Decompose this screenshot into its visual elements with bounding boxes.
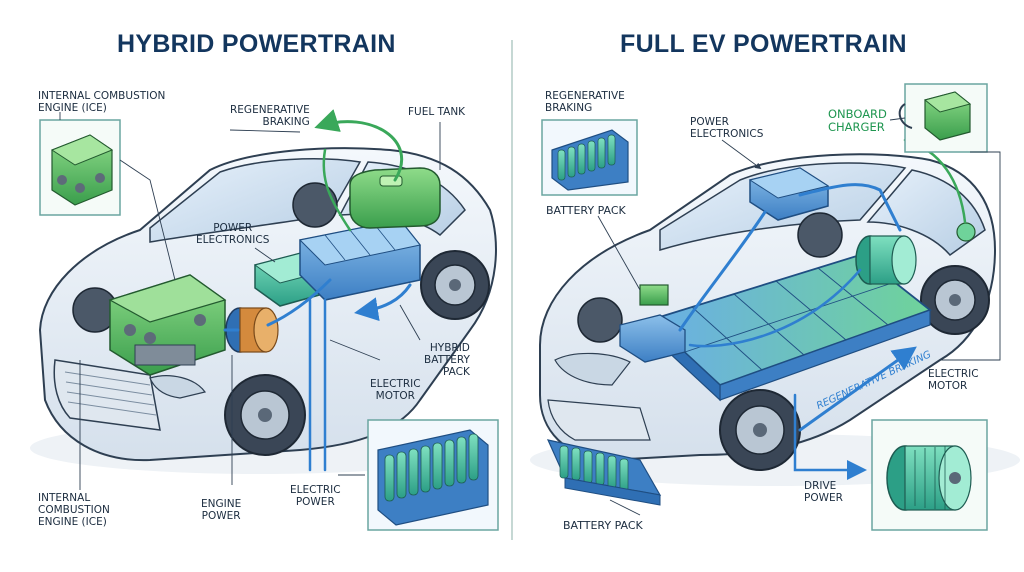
ev-battery-module-inset (546, 439, 662, 506)
label-ev-electric-motor-line1: ELECTRIC (928, 368, 979, 380)
label-ice-top: INTERNAL COMBUSTION ENGINE (ICE) (38, 90, 165, 114)
label-electric-power-line1: ELECTRIC (290, 484, 341, 496)
label-electric-power: ELECTRIC POWER (290, 484, 341, 508)
hybrid-flow-lines (223, 109, 412, 472)
label-engine-power-line1: ENGINE (201, 498, 242, 510)
ev-title: FULL EV POWERTRAIN (620, 30, 907, 58)
motor-icon (225, 307, 279, 353)
label-regen-line2: BRAKING (262, 116, 310, 128)
label-hybrid-battery-line3: PACK (443, 366, 470, 378)
label-ice-bottom-line3: ENGINE (ICE) (38, 516, 107, 528)
label-hybrid-battery-line2: BATTERY (424, 354, 470, 366)
label-hybrid-battery-pack: HYBRID BATTERY PACK (424, 342, 470, 378)
label-power-electronics-line1: POWER (213, 222, 253, 234)
label-drive-power-line2: POWER (804, 492, 843, 504)
label-drive-power: DRIVE POWER (804, 480, 843, 504)
ev-leader-lines (597, 117, 1001, 516)
label-hybrid-battery-line1: HYBRID (429, 342, 470, 354)
label-power-electronics: POWER ELECTRONICS (196, 222, 269, 246)
ev-motor-icon (855, 235, 917, 285)
label-ev-electric-motor: ELECTRIC MOTOR (928, 368, 979, 392)
ev-aux-module (639, 284, 669, 306)
label-drive-power-line1: DRIVE (804, 480, 837, 492)
label-engine-power: ENGINE POWER (201, 498, 241, 522)
hybrid-battery-cells-inset (367, 419, 499, 531)
label-ice-bottom-line2: COMBUSTION (38, 504, 110, 516)
label-ev-regen-line1: REGENERATIVE (545, 90, 625, 102)
label-ev-electric-motor-line2: MOTOR (928, 380, 968, 392)
ev-regen-cells-inset (541, 119, 638, 196)
label-ev-power-electronics-line2: ELECTRONICS (690, 128, 764, 140)
label-electric-power-line2: POWER (295, 496, 335, 508)
ev-motor-inset (871, 419, 988, 531)
engine-icon (108, 274, 227, 376)
label-engine-power-line2: POWER (201, 510, 241, 522)
label-onboard-charger: ONBOARD CHARGER (828, 108, 887, 134)
fuel-tank-icon (349, 167, 441, 229)
label-ev-regenerative-braking: REGENERATIVE BRAKING (545, 90, 625, 114)
label-ev-power-electronics-line1: POWER (690, 116, 729, 128)
label-electric-motor-line2: MOTOR (375, 390, 415, 402)
label-ice-bottom-line1: INTERNAL (38, 492, 91, 504)
label-electric-motor: ELECTRIC MOTOR (370, 378, 421, 402)
label-electric-motor-line1: ELECTRIC (370, 378, 421, 390)
ev-power-electronics-icon (619, 167, 830, 363)
label-ev-regen-line2: BRAKING (545, 102, 593, 114)
label-onboard-line2: CHARGER (828, 120, 885, 134)
ev-flow-lines (678, 138, 967, 480)
label-battery-pack-top: BATTERY PACK (546, 204, 626, 217)
hybrid-leader-lines (59, 112, 441, 490)
label-fuel-tank: FUEL TANK (408, 106, 466, 118)
label-onboard-line1: ONBOARD (828, 107, 887, 121)
label-power-electronics-line2: ELECTRONICS (196, 234, 270, 246)
label-ice-top-line1: INTERNAL COMBUSTION (38, 90, 166, 102)
label-regenerative-braking: REGENERATIVE BRAKING (230, 104, 310, 128)
label-ice-bottom: INTERNAL COMBUSTION ENGINE (ICE) (38, 492, 110, 528)
label-regen-line1: REGENERATIVE (230, 104, 310, 116)
label-ev-power-electronics: POWER ELECTRONICS (690, 116, 763, 140)
hybrid-title: HYBRID POWERTRAIN (117, 30, 396, 58)
label-ice-top-line2: ENGINE (ICE) (38, 102, 107, 114)
charger-icon (898, 83, 988, 153)
hybrid-engine-inset (39, 119, 121, 216)
label-battery-pack-bottom: BATTERY PACK (563, 519, 643, 532)
